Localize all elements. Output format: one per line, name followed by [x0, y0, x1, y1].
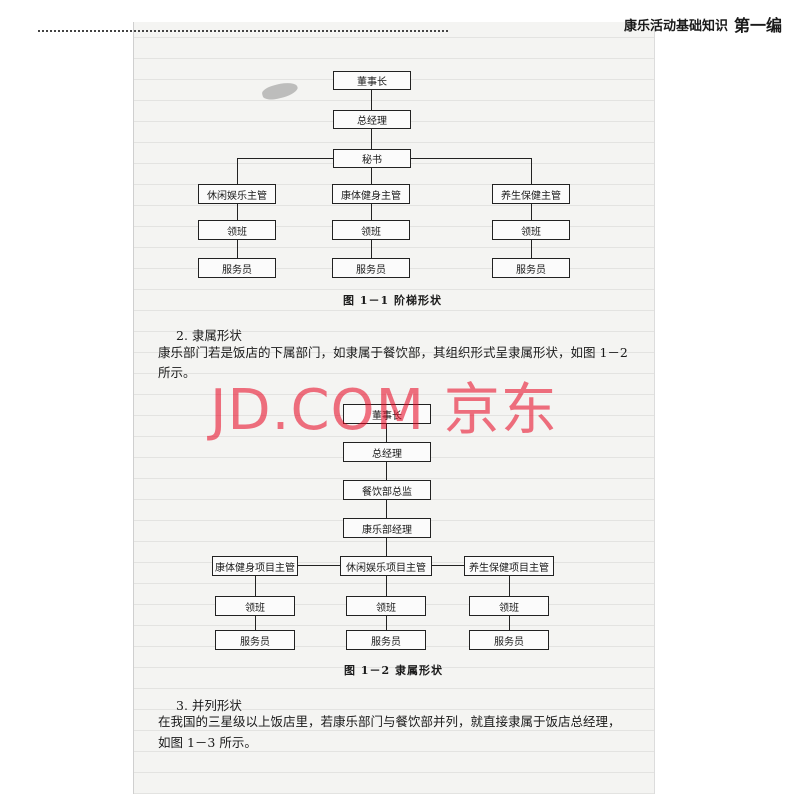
fig1-box-leader: 领班 [198, 220, 276, 240]
fig2-box-leader: 领班 [469, 596, 549, 616]
fig2-box-chairman: 董事长 [343, 404, 431, 424]
fig1-connector [371, 204, 372, 220]
fig2-connector [298, 565, 340, 566]
fig2-connector [509, 616, 510, 630]
jd-watermark: JD.COM 京东 [210, 378, 558, 443]
fig1-box-leader: 领班 [492, 220, 570, 240]
fig1-box-gm: 总经理 [333, 110, 411, 129]
fig2-connector [509, 576, 510, 596]
fig2-connector [386, 538, 387, 556]
section-2-para-line2: 所示。 [158, 365, 196, 380]
header-title: 康乐活动基础知识 [623, 18, 728, 34]
fig2-connector [386, 462, 387, 480]
fig1-connector [531, 204, 532, 220]
fig1-box-staff: 服务员 [332, 258, 410, 278]
fig1-box-secretary: 秘书 [333, 149, 411, 168]
fig1-box-manager-wellness: 养生保健主管 [492, 184, 570, 204]
fig1-connector [371, 90, 372, 110]
section-2-heading: 2. 隶属形状 [176, 328, 242, 343]
section-3-heading: 3. 并列形状 [176, 698, 242, 713]
header-part: 第一编 [733, 16, 782, 35]
fig1-connector [237, 204, 238, 220]
fig2-box-gm: 总经理 [343, 442, 431, 462]
fig2-caption: 图 1－2 隶属形状 [344, 664, 443, 677]
fig2-connector [386, 616, 387, 630]
fig2-box-rec-manager: 康乐部经理 [343, 518, 431, 538]
fig2-connector [386, 500, 387, 518]
fig1-connector [411, 158, 532, 159]
fig1-connector [371, 168, 372, 184]
fig2-box-staff: 服务员 [346, 630, 426, 650]
fig1-box-chairman: 董事长 [333, 71, 411, 90]
fig1-connector [531, 158, 532, 184]
section-2-para-line1: 康乐部门若是饭店的下属部门，如隶属于餐饮部，其组织形式呈隶属形状，如图 1－2 [158, 345, 628, 360]
fig1-box-manager-fitness: 康体健身主管 [332, 184, 410, 204]
fig2-connector [386, 424, 387, 442]
fig1-connector [237, 158, 238, 184]
fig2-connector [255, 616, 256, 630]
running-header: 康乐活动基础知识 第一编 [624, 12, 782, 36]
fig1-connector [237, 240, 238, 258]
fig2-box-leader: 领班 [346, 596, 426, 616]
fig2-connector [255, 576, 256, 596]
fig1-box-staff: 服务员 [492, 258, 570, 278]
section-3-para-line2: 如图 1－3 所示。 [158, 735, 257, 750]
fig1-connector [237, 158, 333, 159]
fig1-connector [531, 240, 532, 258]
fig2-box-staff: 服务员 [215, 630, 295, 650]
fig1-box-manager-leisure: 休闲娱乐主管 [198, 184, 276, 204]
fig2-box-manager-leisure: 休闲娱乐项目主管 [340, 556, 432, 576]
fig1-caption: 图 1－1 阶梯形状 [343, 294, 442, 307]
fig2-box-manager-wellness: 养生保健项目主管 [464, 556, 554, 576]
fig2-connector [432, 565, 464, 566]
section-3-para-line1: 在我国的三星级以上饭店里，若康乐部门与餐饮部并列，就直接隶属于饭店总经理， [158, 714, 621, 729]
fig2-box-leader: 领班 [215, 596, 295, 616]
fig1-connector [371, 240, 372, 258]
fig1-connector [371, 129, 372, 149]
fig2-connector [386, 576, 387, 596]
fig2-box-manager-fitness: 康体健身项目主管 [212, 556, 298, 576]
header-dotted-rule [38, 30, 448, 32]
fig2-box-staff: 服务员 [469, 630, 549, 650]
fig1-box-leader: 领班 [332, 220, 410, 240]
fig1-box-staff: 服务员 [198, 258, 276, 278]
fig2-box-fb-director: 餐饮部总监 [343, 480, 431, 500]
